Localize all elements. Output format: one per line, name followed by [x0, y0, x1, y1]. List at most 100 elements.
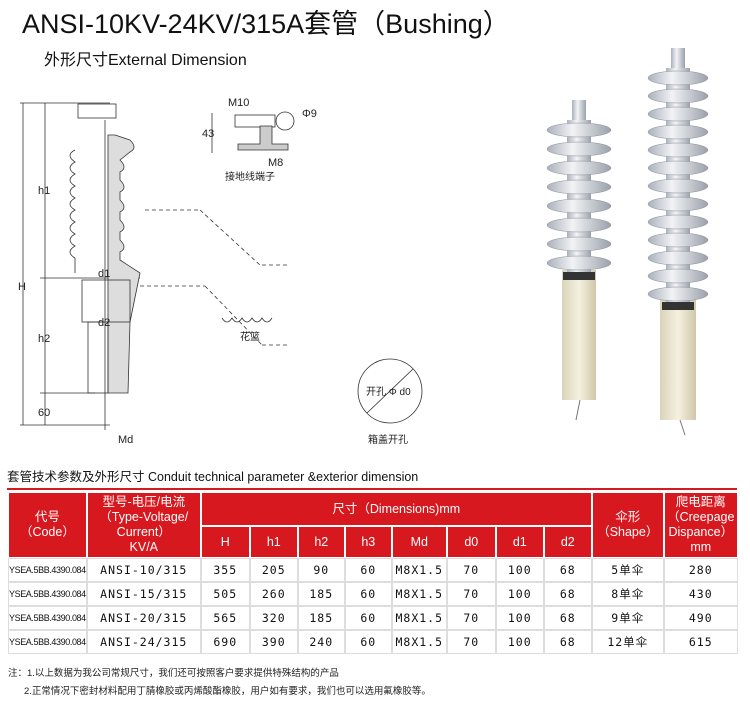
table-cell: 565	[201, 607, 249, 629]
header-h2: h2	[298, 527, 344, 557]
header-shape: 伞形（Shape）	[592, 493, 663, 557]
table-cell: ANSI-24/315	[87, 631, 200, 653]
label-flower-basket: 花篮	[240, 330, 260, 343]
table-cell: 70	[447, 631, 495, 653]
table-cell: 205	[250, 559, 297, 581]
table-cell: 490	[664, 607, 737, 629]
shed	[546, 160, 612, 176]
shed	[647, 106, 709, 122]
table-cell: 100	[496, 559, 543, 581]
table-cell: 60	[345, 607, 391, 629]
table-cell: 280	[664, 559, 737, 581]
label-M8: M8	[268, 157, 283, 169]
table-cell: YSEA.5BB.4390.084	[9, 559, 86, 581]
table-cell: 60	[345, 583, 391, 605]
label-hole: 开孔 Φ d0	[366, 386, 411, 398]
shed	[647, 70, 709, 86]
table-cell: M8X1.5	[392, 607, 446, 629]
table-cell: 9单伞	[592, 607, 663, 629]
header-d1: d1	[496, 527, 543, 557]
table-cell: YSEA.5BB.4390.084	[9, 583, 86, 605]
table-cell: 5单伞	[592, 559, 663, 581]
shed	[647, 160, 709, 176]
table-cell: 100	[496, 607, 543, 629]
bushing-large	[647, 48, 709, 436]
shed	[546, 236, 612, 252]
note-2: 2.正常情况下密封材料配用丁腈橡胶或丙烯酸酯橡胶，用户如有要求，我们也可以选用氟…	[24, 686, 431, 697]
ground-terminal-detail	[211, 111, 295, 153]
table-cell: 68	[544, 559, 591, 581]
shed	[546, 198, 612, 214]
shed	[546, 179, 612, 195]
table-cell: 70	[447, 559, 495, 581]
bushing-photo	[546, 48, 709, 436]
bushing-outline	[69, 103, 141, 430]
table-cell: 690	[201, 631, 249, 653]
bushing-small	[546, 100, 612, 421]
table-cell: 60	[345, 631, 391, 653]
label-43: 43	[202, 128, 214, 140]
flower-basket-icon	[221, 317, 273, 323]
table-cell: 70	[447, 583, 495, 605]
cover-hole-circle	[357, 358, 423, 424]
shed	[647, 286, 709, 302]
label-d1: d1	[98, 268, 110, 280]
label-phi9: Φ9	[302, 108, 317, 120]
label-60: 60	[38, 407, 50, 419]
table-caption: 套管技术参数及外形尺寸 Conduit technical parameter …	[7, 470, 419, 484]
table-cell: 260	[250, 583, 297, 605]
table-cell: 320	[250, 607, 297, 629]
dimension-lines	[20, 102, 290, 426]
shed	[647, 250, 709, 266]
shed	[546, 217, 612, 233]
note-1: 注：1.以上数据为我公司常规尺寸，我们还可按照客户要求提供特殊结构的产品	[8, 668, 339, 679]
header-type: 型号-电压/电流（Type-Voltage/Current）KV/A	[87, 493, 200, 557]
section-subtitle: 外形尺寸External Dimension	[44, 52, 247, 69]
table-cell: 505	[201, 583, 249, 605]
table-cell: 68	[544, 607, 591, 629]
table-cell: YSEA.5BB.4390.084	[9, 607, 86, 629]
header-d2: d2	[544, 527, 591, 557]
shed	[546, 141, 612, 157]
header-h1: h1	[250, 527, 297, 557]
table-cell: 430	[664, 583, 737, 605]
table-cell: 615	[664, 631, 737, 653]
label-h1: h1	[38, 185, 50, 197]
shed	[647, 142, 709, 158]
table-cell: 12单伞	[592, 631, 663, 653]
label-d2: d2	[98, 317, 110, 329]
table-cell: M8X1.5	[392, 559, 446, 581]
table-cell: 185	[298, 583, 344, 605]
table-cell: 390	[250, 631, 297, 653]
shed	[647, 214, 709, 230]
table-cell: 185	[298, 607, 344, 629]
table-cell: 8单伞	[592, 583, 663, 605]
table-cell: M8X1.5	[392, 583, 446, 605]
shed	[647, 124, 709, 140]
table-cell: ANSI-15/315	[87, 583, 200, 605]
header-dimensions: 尺寸（Dimensions)mm	[201, 493, 591, 525]
table-cell: 100	[496, 631, 543, 653]
table-cell: 70	[447, 607, 495, 629]
shed	[546, 255, 612, 271]
label-h2: h2	[38, 333, 50, 345]
divider	[7, 488, 737, 490]
shed	[647, 178, 709, 194]
page-title: ANSI-10KV-24KV/315A套管（Bushing）	[22, 9, 510, 39]
header-code: 代号（Code）	[9, 493, 86, 557]
label-M10: M10	[228, 97, 249, 109]
label-cover-hole: 箱盖开孔	[368, 433, 408, 446]
table-cell: 100	[496, 583, 543, 605]
table-cell: 90	[298, 559, 344, 581]
header-h3: h3	[345, 527, 391, 557]
table-cell: YSEA.5BB.4390.084	[9, 631, 86, 653]
table-cell: M8X1.5	[392, 631, 446, 653]
drawing-labels: H h1 h2 60 d1 d2 Md M10 Φ9 43 M8 接地线端子 花…	[18, 97, 411, 446]
header-h: H	[201, 527, 249, 557]
table-cell: 68	[544, 583, 591, 605]
